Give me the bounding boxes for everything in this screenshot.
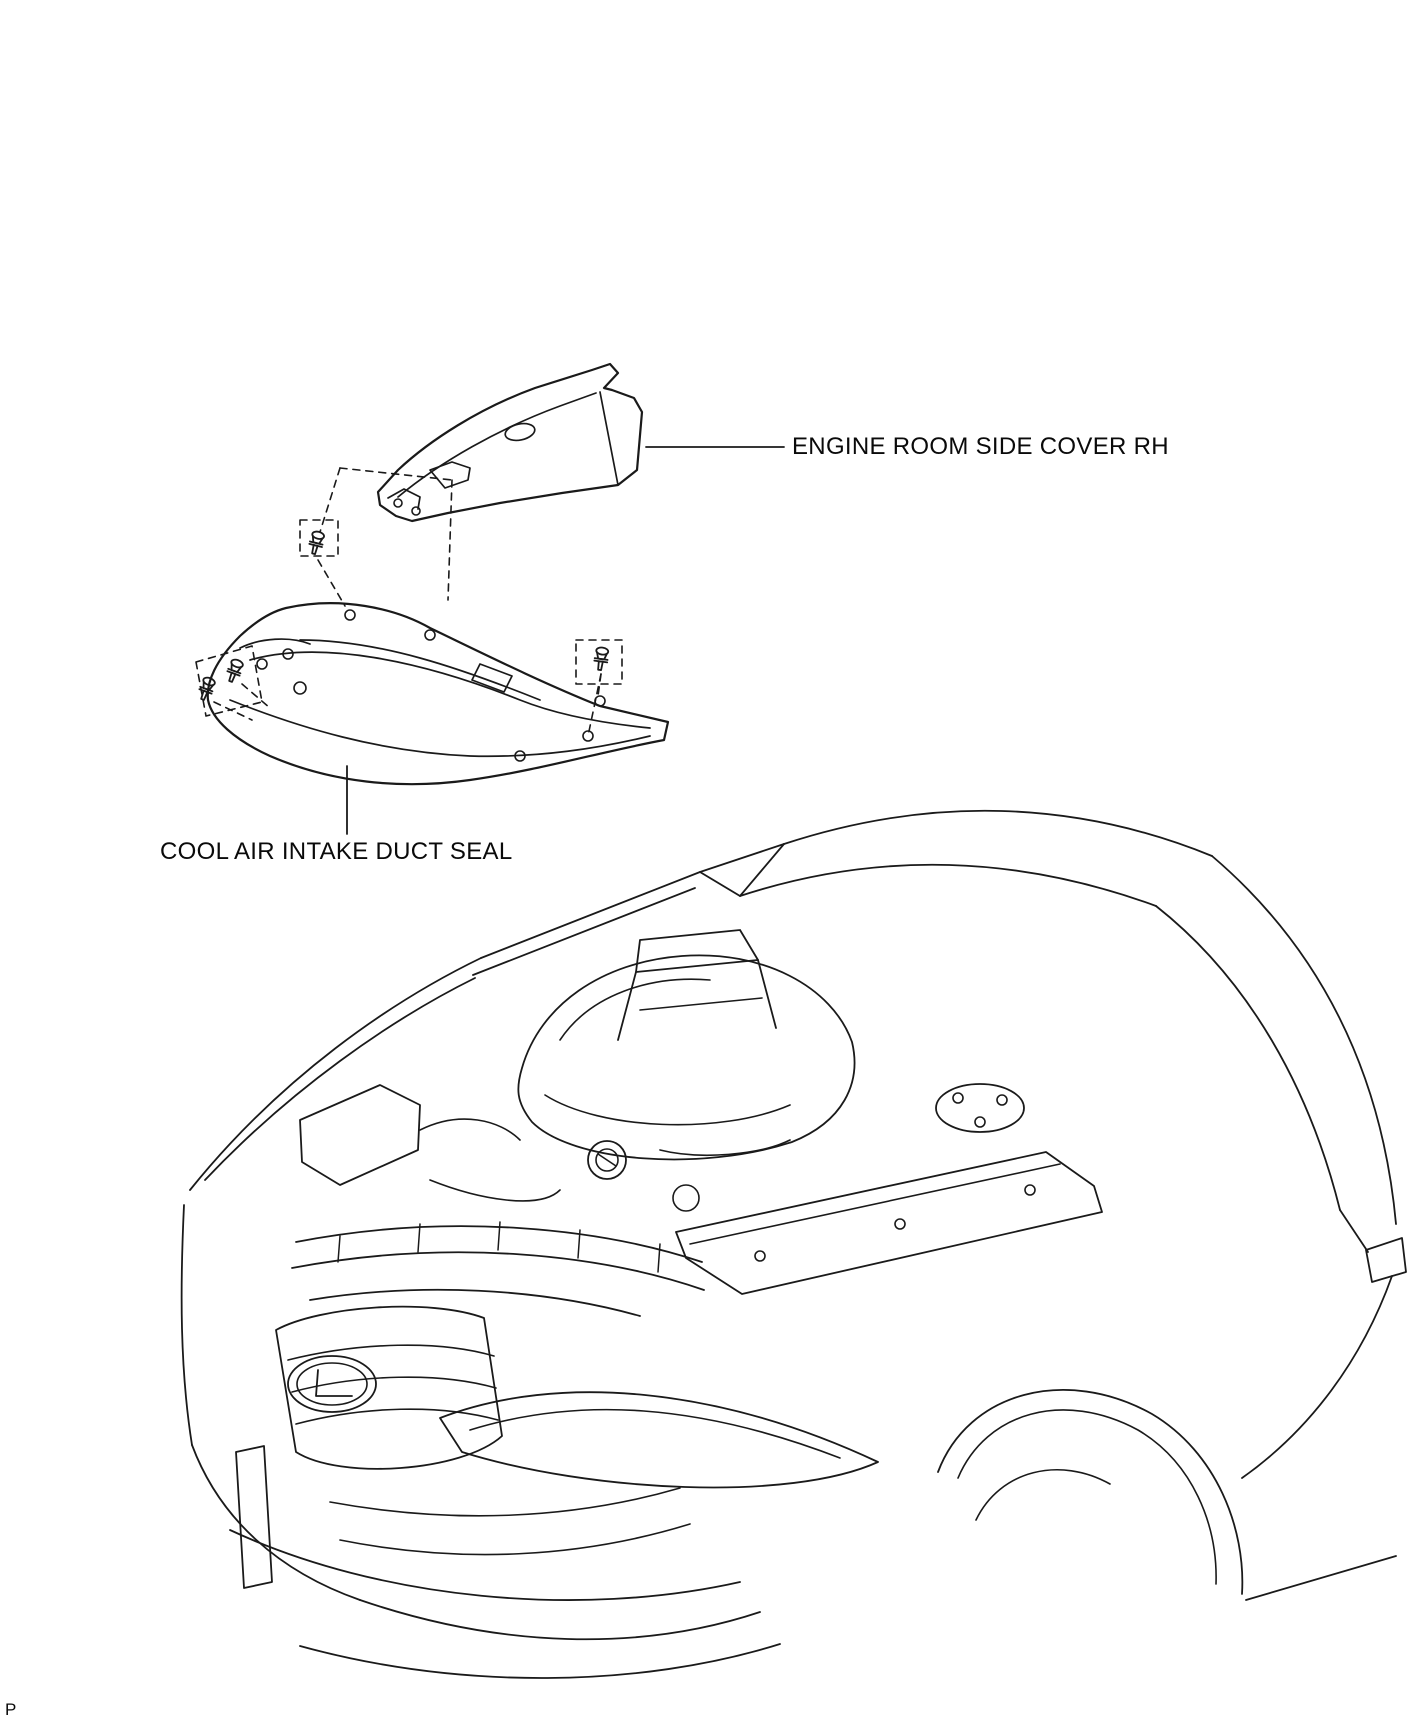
side-mirror [1365, 1237, 1407, 1283]
callout-label-cool-air-intake-duct-seal: COOL AIR INTAKE DUCT SEAL [160, 838, 513, 865]
cool-air-intake-duct-seal-drawing [206, 602, 670, 786]
headlight [439, 1391, 879, 1489]
front-grille [275, 1305, 503, 1470]
callout-label-engine-room-side-cover: ENGINE ROOM SIDE COVER RH [792, 433, 1169, 460]
page-footer-char: P [5, 1700, 17, 1719]
push-pin-clip-icon [592, 645, 611, 672]
vehicle-front-drawing [180, 809, 1407, 1679]
front-wheel-arch [937, 1389, 1244, 1595]
leader-lines [346, 446, 785, 835]
oil-filler-cap [587, 1140, 627, 1180]
assembly-dashed-lines [195, 467, 623, 737]
push-pin-clip-icon [223, 657, 246, 685]
engine-room-side-cover-drawing [376, 362, 644, 523]
fog-lamp-slot [235, 1445, 273, 1589]
push-pin-clip-icon [306, 529, 327, 557]
engine-cover [517, 954, 856, 1212]
lexus-emblem-icon [287, 1355, 377, 1413]
